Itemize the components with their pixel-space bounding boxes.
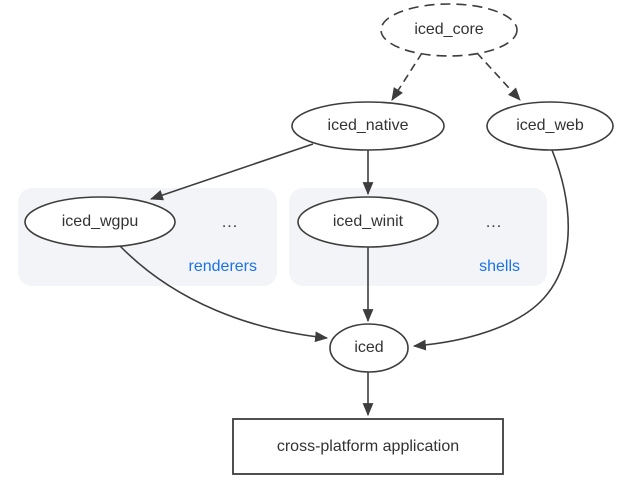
edge-iced-core-to-iced-web	[476, 52, 521, 101]
iced-winit-node-shape	[297, 196, 439, 248]
iced-wgpu-node-shape	[24, 196, 176, 248]
iced-native-node-shape	[291, 101, 445, 151]
iced-web-node-shape	[486, 101, 614, 151]
edge-iced-web-to-iced	[412, 149, 569, 351]
edge-iced-core-to-iced-native	[391, 52, 423, 101]
iced-node-shape	[329, 323, 409, 373]
edge-iced-native-to-iced-wgpu	[149, 143, 314, 201]
edge-iced-wgpu-to-iced	[119, 245, 329, 343]
iced-core-node-shape	[380, 3, 518, 57]
application-node-shape	[232, 418, 504, 475]
